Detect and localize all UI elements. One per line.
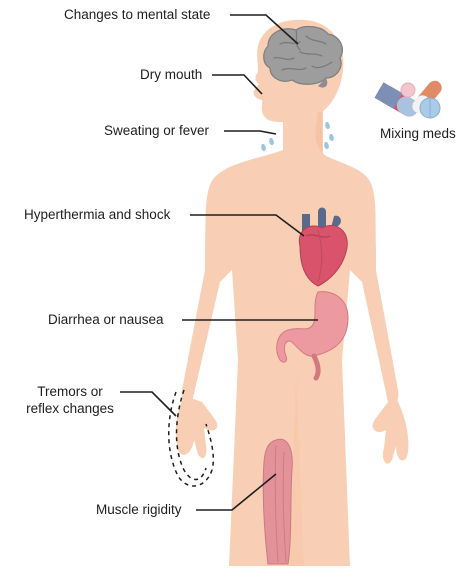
- label-sweating: Sweating or fever: [104, 123, 210, 138]
- tremor-icon: [168, 389, 215, 487]
- muscle-icon: [262, 438, 293, 565]
- leader-mental: [230, 14, 299, 45]
- label-tremors: Tremors or reflex changes: [10, 383, 130, 417]
- label-tremors-line1: Tremors or: [37, 384, 103, 399]
- label-dry-mouth: Dry mouth: [140, 67, 203, 82]
- label-hyperthermia: Hyperthermia and shock: [24, 207, 171, 222]
- tablet-icon: [400, 82, 441, 119]
- leader-rigidity: [196, 473, 277, 511]
- stomach-icon: [276, 291, 349, 381]
- label-mental-state: Changes to mental state: [64, 7, 211, 22]
- body-silhouette: [176, 19, 409, 566]
- label-tremors-line2: reflex changes: [26, 401, 114, 416]
- label-diarrhea: Diarrhea or nausea: [48, 312, 164, 327]
- heart-icon: [298, 207, 348, 287]
- brain-icon: [263, 25, 343, 88]
- leader-lines: [120, 14, 318, 511]
- leader-tremor: [120, 391, 177, 417]
- pill-icon: [374, 82, 419, 117]
- sweat-drop-icon: [261, 122, 334, 151]
- label-muscle-rigidity: Muscle rigidity: [96, 502, 182, 517]
- leader-hyper: [190, 214, 305, 237]
- leader-drymouth: [212, 74, 263, 95]
- body-shading: [290, 112, 322, 566]
- label-mixing-meds: Mixing meds: [380, 126, 456, 141]
- leader-sweat: [224, 130, 277, 135]
